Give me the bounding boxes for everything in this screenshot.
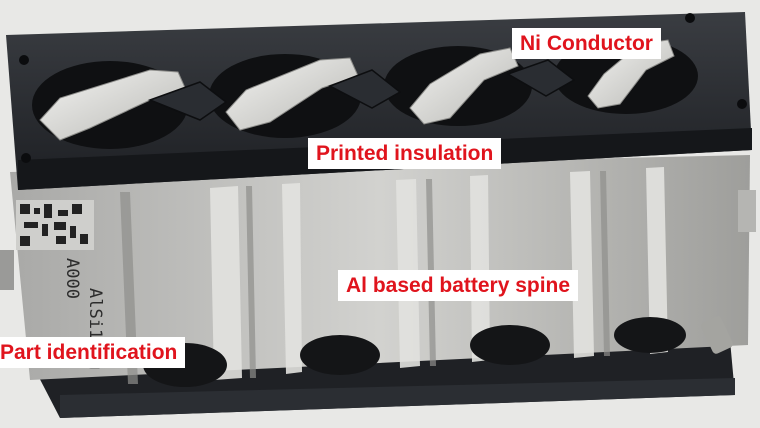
- screws: [0, 190, 756, 354]
- qr-code: [16, 200, 94, 250]
- spine-fins: [210, 167, 668, 380]
- insulation-ribs: [147, 59, 576, 121]
- ni-conductor-label: Ni Conductor: [512, 28, 661, 59]
- nickel-conductors: [39, 39, 675, 141]
- mounting-holes: [19, 13, 747, 163]
- battery-spine-label: Al based battery spine: [338, 270, 579, 301]
- aluminium-spine: [10, 155, 750, 380]
- engraving-text: A000: [62, 258, 82, 299]
- part-identification-label: Part identification: [0, 337, 186, 368]
- printed-insulation-label: Printed insulation: [308, 138, 502, 169]
